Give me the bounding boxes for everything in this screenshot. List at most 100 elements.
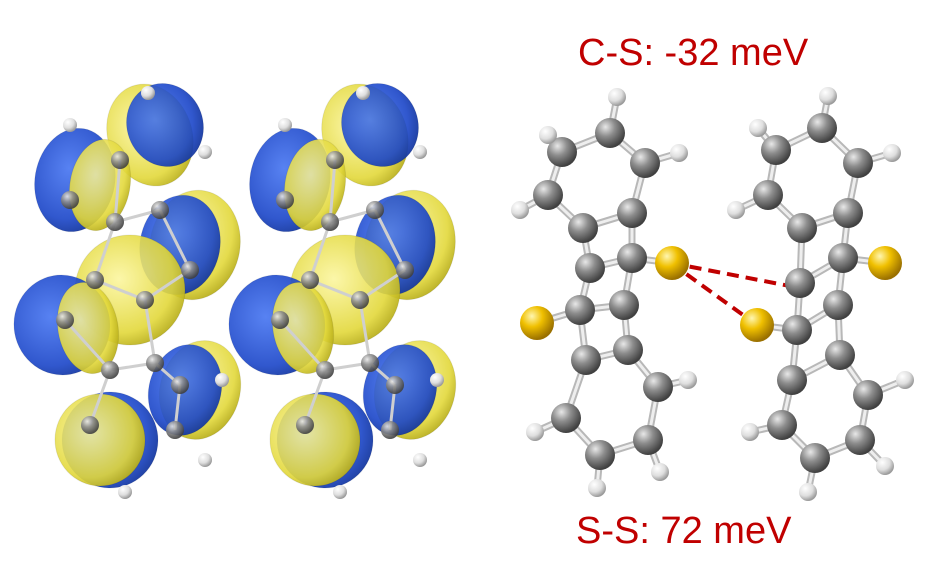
hydrogen-atom xyxy=(876,457,894,475)
orbital-lobe-positive xyxy=(341,82,419,168)
carbon-atom xyxy=(565,295,595,325)
c-s-contact-line xyxy=(670,261,801,290)
carbon-atom xyxy=(617,243,647,273)
orbital-bond xyxy=(328,159,337,223)
carbon-atom xyxy=(136,291,154,309)
carbon-atom xyxy=(276,191,294,209)
hydrogen-atom xyxy=(679,371,697,389)
carbon-atom xyxy=(146,354,164,372)
orbital-lobe-negative xyxy=(56,281,120,375)
carbon-atom xyxy=(81,416,99,434)
carbon-atom xyxy=(551,403,581,433)
hydrogen-atom xyxy=(198,453,212,467)
carbon-atom xyxy=(800,443,830,473)
carbon-atom xyxy=(351,291,369,309)
hydrogen-atom xyxy=(539,126,557,144)
carbon-atom xyxy=(301,271,319,289)
carbon-atom xyxy=(151,201,169,219)
carbon-atom xyxy=(845,425,875,455)
hydrogen-atom xyxy=(215,373,229,387)
hydrogen-atom xyxy=(741,423,759,441)
carbon-atom xyxy=(101,361,119,379)
hydrogen-atom xyxy=(356,86,370,100)
hydrogen-atom xyxy=(333,485,347,499)
hydrogen-atom xyxy=(278,118,292,132)
carbon-atom xyxy=(633,425,663,455)
hydrogen-atom xyxy=(526,423,544,441)
carbon-atom xyxy=(617,198,647,228)
orbital-bond xyxy=(373,209,407,271)
orbital-bond xyxy=(113,159,122,223)
hydrogen-atom xyxy=(511,201,529,219)
orbital-bond xyxy=(144,268,191,302)
carbon-atom xyxy=(585,440,615,470)
hydrogen-atom xyxy=(118,485,132,499)
carbon-atom xyxy=(366,201,384,219)
sulfur-atom xyxy=(868,246,902,280)
sulfur-atom xyxy=(520,306,554,340)
sulfur-atom xyxy=(655,246,689,280)
carbon-atom xyxy=(106,213,124,231)
carbon-atom xyxy=(171,376,189,394)
carbon-atom xyxy=(571,345,601,375)
carbon-atom xyxy=(609,290,639,320)
molecule-atoms xyxy=(511,87,914,501)
hydrogen-atom xyxy=(588,479,606,497)
carbon-atom xyxy=(787,213,817,243)
s-s-energy-label: S-S: 72 meV xyxy=(576,510,792,552)
hydrogen-atom xyxy=(670,144,688,162)
hydrogen-atom xyxy=(413,453,427,467)
hydrogen-atom xyxy=(727,201,745,219)
hydrogen-atom xyxy=(799,483,817,501)
orbital-bond xyxy=(303,369,327,426)
c-s-energy-label: C-S: -32 meV xyxy=(578,32,809,74)
carbon-atom xyxy=(785,268,815,298)
carbon-atom xyxy=(782,315,812,345)
hydrogen-atom xyxy=(63,118,77,132)
carbon-atom xyxy=(166,421,184,439)
carbon-atom xyxy=(807,113,837,143)
sulfur-atom xyxy=(740,308,774,342)
hydrogen-atom xyxy=(608,88,626,106)
carbon-atom xyxy=(575,253,605,283)
carbon-atom xyxy=(56,311,74,329)
carbon-atom xyxy=(595,118,625,148)
carbon-atom xyxy=(613,335,643,365)
carbon-atom xyxy=(568,213,598,243)
orbital-bond xyxy=(63,318,112,372)
carbon-atom xyxy=(547,137,577,167)
carbon-atom xyxy=(853,380,883,410)
carbon-atom xyxy=(833,198,863,228)
orbital-isosurface-panel xyxy=(13,82,457,499)
interaction-contacts xyxy=(669,261,801,327)
orbital-lobe-positive xyxy=(126,82,204,168)
hydrogen-atom xyxy=(651,463,669,481)
orbital-lobe-negative xyxy=(269,393,361,487)
carbon-atom xyxy=(761,135,791,165)
carbon-atom xyxy=(386,376,404,394)
hydrogen-atom xyxy=(749,119,767,137)
carbon-atom xyxy=(296,416,314,434)
carbon-atom xyxy=(111,151,129,169)
orbital-bond xyxy=(158,209,192,271)
hydrogen-atom xyxy=(198,145,212,159)
orbital-bond xyxy=(93,221,117,281)
carbon-atom xyxy=(843,148,873,178)
carbon-atom xyxy=(361,354,379,372)
carbon-atom xyxy=(181,261,199,279)
carbon-atom xyxy=(643,372,673,402)
carbon-atom xyxy=(533,180,563,210)
hydrogen-atom xyxy=(141,86,155,100)
hydrogen-atom xyxy=(896,371,914,389)
carbon-atom xyxy=(381,421,399,439)
orbital-bond xyxy=(143,299,157,364)
carbon-atom xyxy=(825,340,855,370)
carbon-atom xyxy=(630,148,660,178)
carbon-atom xyxy=(823,290,853,320)
hydrogen-atom xyxy=(413,145,427,159)
carbon-atom xyxy=(316,361,334,379)
hydrogen-atom xyxy=(430,373,444,387)
orbital-bond xyxy=(88,369,112,426)
orbital-lobe-negative xyxy=(54,393,146,487)
